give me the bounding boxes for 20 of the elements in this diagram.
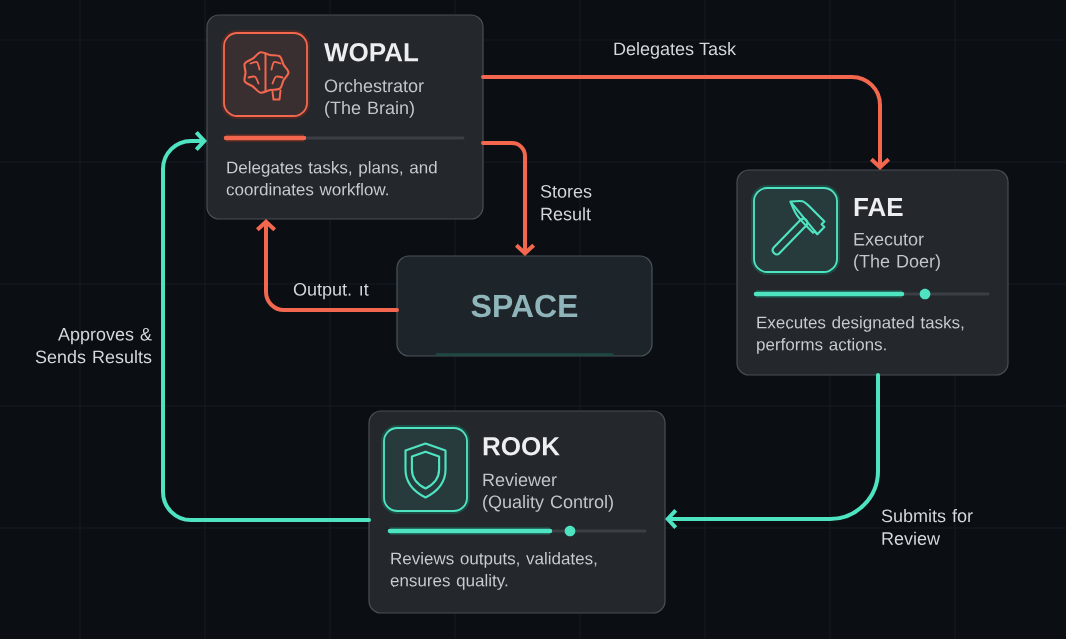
edge-label: Stores Result: [540, 185, 592, 221]
arrow: [665, 373, 880, 530]
card-description: Reviews outputs, validates, ensures quality.: [390, 552, 597, 590]
edge-label: Delegates Task: [614, 42, 737, 59]
card-title: ROOK: [483, 437, 560, 456]
edge-label: Submits for Review: [881, 509, 973, 545]
edge-label: Output. ıt: [293, 283, 369, 300]
arrow: [481, 141, 536, 256]
arrow: [481, 75, 891, 170]
card-subtitle: Executor (The Doer): [854, 233, 940, 272]
card-subtitle: Orchestrator (The Brain): [324, 79, 424, 118]
edge-label: Approves & Sends Results: [35, 328, 152, 364]
process-box: SPACE: [396, 255, 653, 357]
card-title: FAE: [854, 198, 903, 216]
card-title: WOPAL: [324, 43, 419, 62]
arrow: [161, 130, 371, 522]
arrow: [256, 219, 399, 312]
card-description: Executes designated tasks, performs actions.: [757, 316, 964, 354]
card-subtitle: Reviewer (Quality Control): [483, 473, 613, 512]
card-description: Delegates tasks, plans, and coordinates workflow.: [226, 161, 437, 196]
